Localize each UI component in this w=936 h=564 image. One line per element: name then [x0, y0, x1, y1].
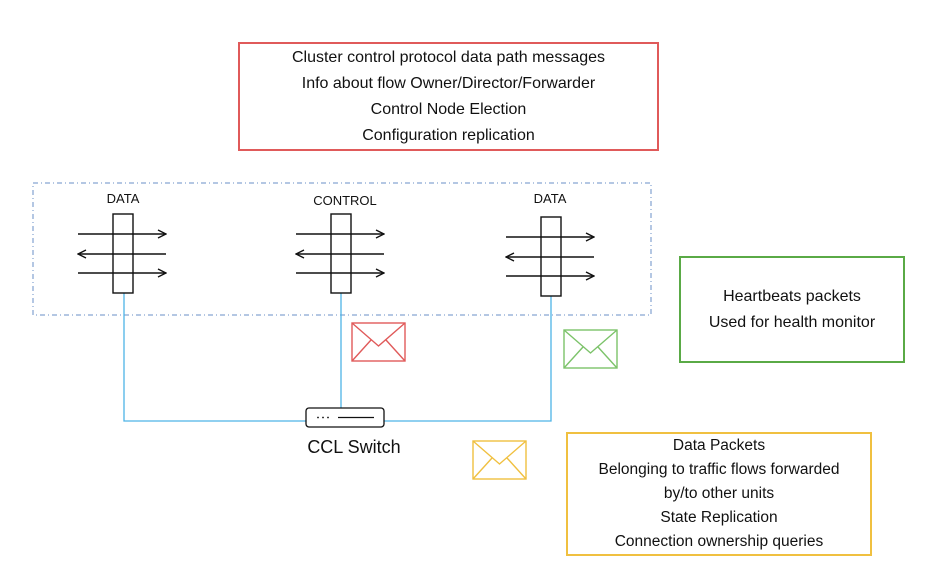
data-packet-envelope-icon [472, 440, 527, 480]
unit-label-data-left: DATA [106, 191, 140, 206]
unit-label-data-right: DATA [533, 191, 567, 206]
callout-line: Heartbeats packets [723, 287, 861, 305]
control-message-envelope-icon [351, 322, 406, 362]
cluster-boundary [32, 182, 652, 316]
unit-control [296, 213, 384, 294]
data-packets-callout: Data Packets Belonging to traffic flows … [566, 432, 872, 556]
callout-line: Belonging to traffic flows forwarded [598, 461, 840, 478]
callout-line: Data Packets [672, 437, 766, 454]
ccl-links [123, 293, 552, 422]
callout-line: Used for health monitor [708, 313, 876, 331]
callout-line: Cluster control protocol data path messa… [291, 48, 606, 66]
heartbeat-envelope-icon [563, 329, 618, 369]
callout-line: by/to other units [663, 485, 775, 502]
callout-line: Connection ownership queries [614, 533, 824, 550]
link-data-left [123, 293, 306, 422]
callout-line: State Replication [660, 509, 778, 526]
unit-label-control: CONTROL [313, 193, 377, 208]
callout-line: Control Node Election [370, 100, 527, 118]
callout-line: Info about flow Owner/Director/Forwarder [301, 74, 596, 92]
heartbeat-callout: Heartbeats packets Used for health monit… [679, 256, 905, 363]
control-messages-callout: Cluster control protocol data path messa… [238, 42, 659, 151]
unit-data-right [506, 216, 594, 297]
ccl-switch-label: CCL Switch [307, 437, 401, 457]
link-data-right [384, 296, 552, 422]
ccl-switch-icon [305, 407, 385, 428]
unit-data-left [78, 213, 166, 294]
callout-line: Configuration replication [362, 126, 535, 144]
